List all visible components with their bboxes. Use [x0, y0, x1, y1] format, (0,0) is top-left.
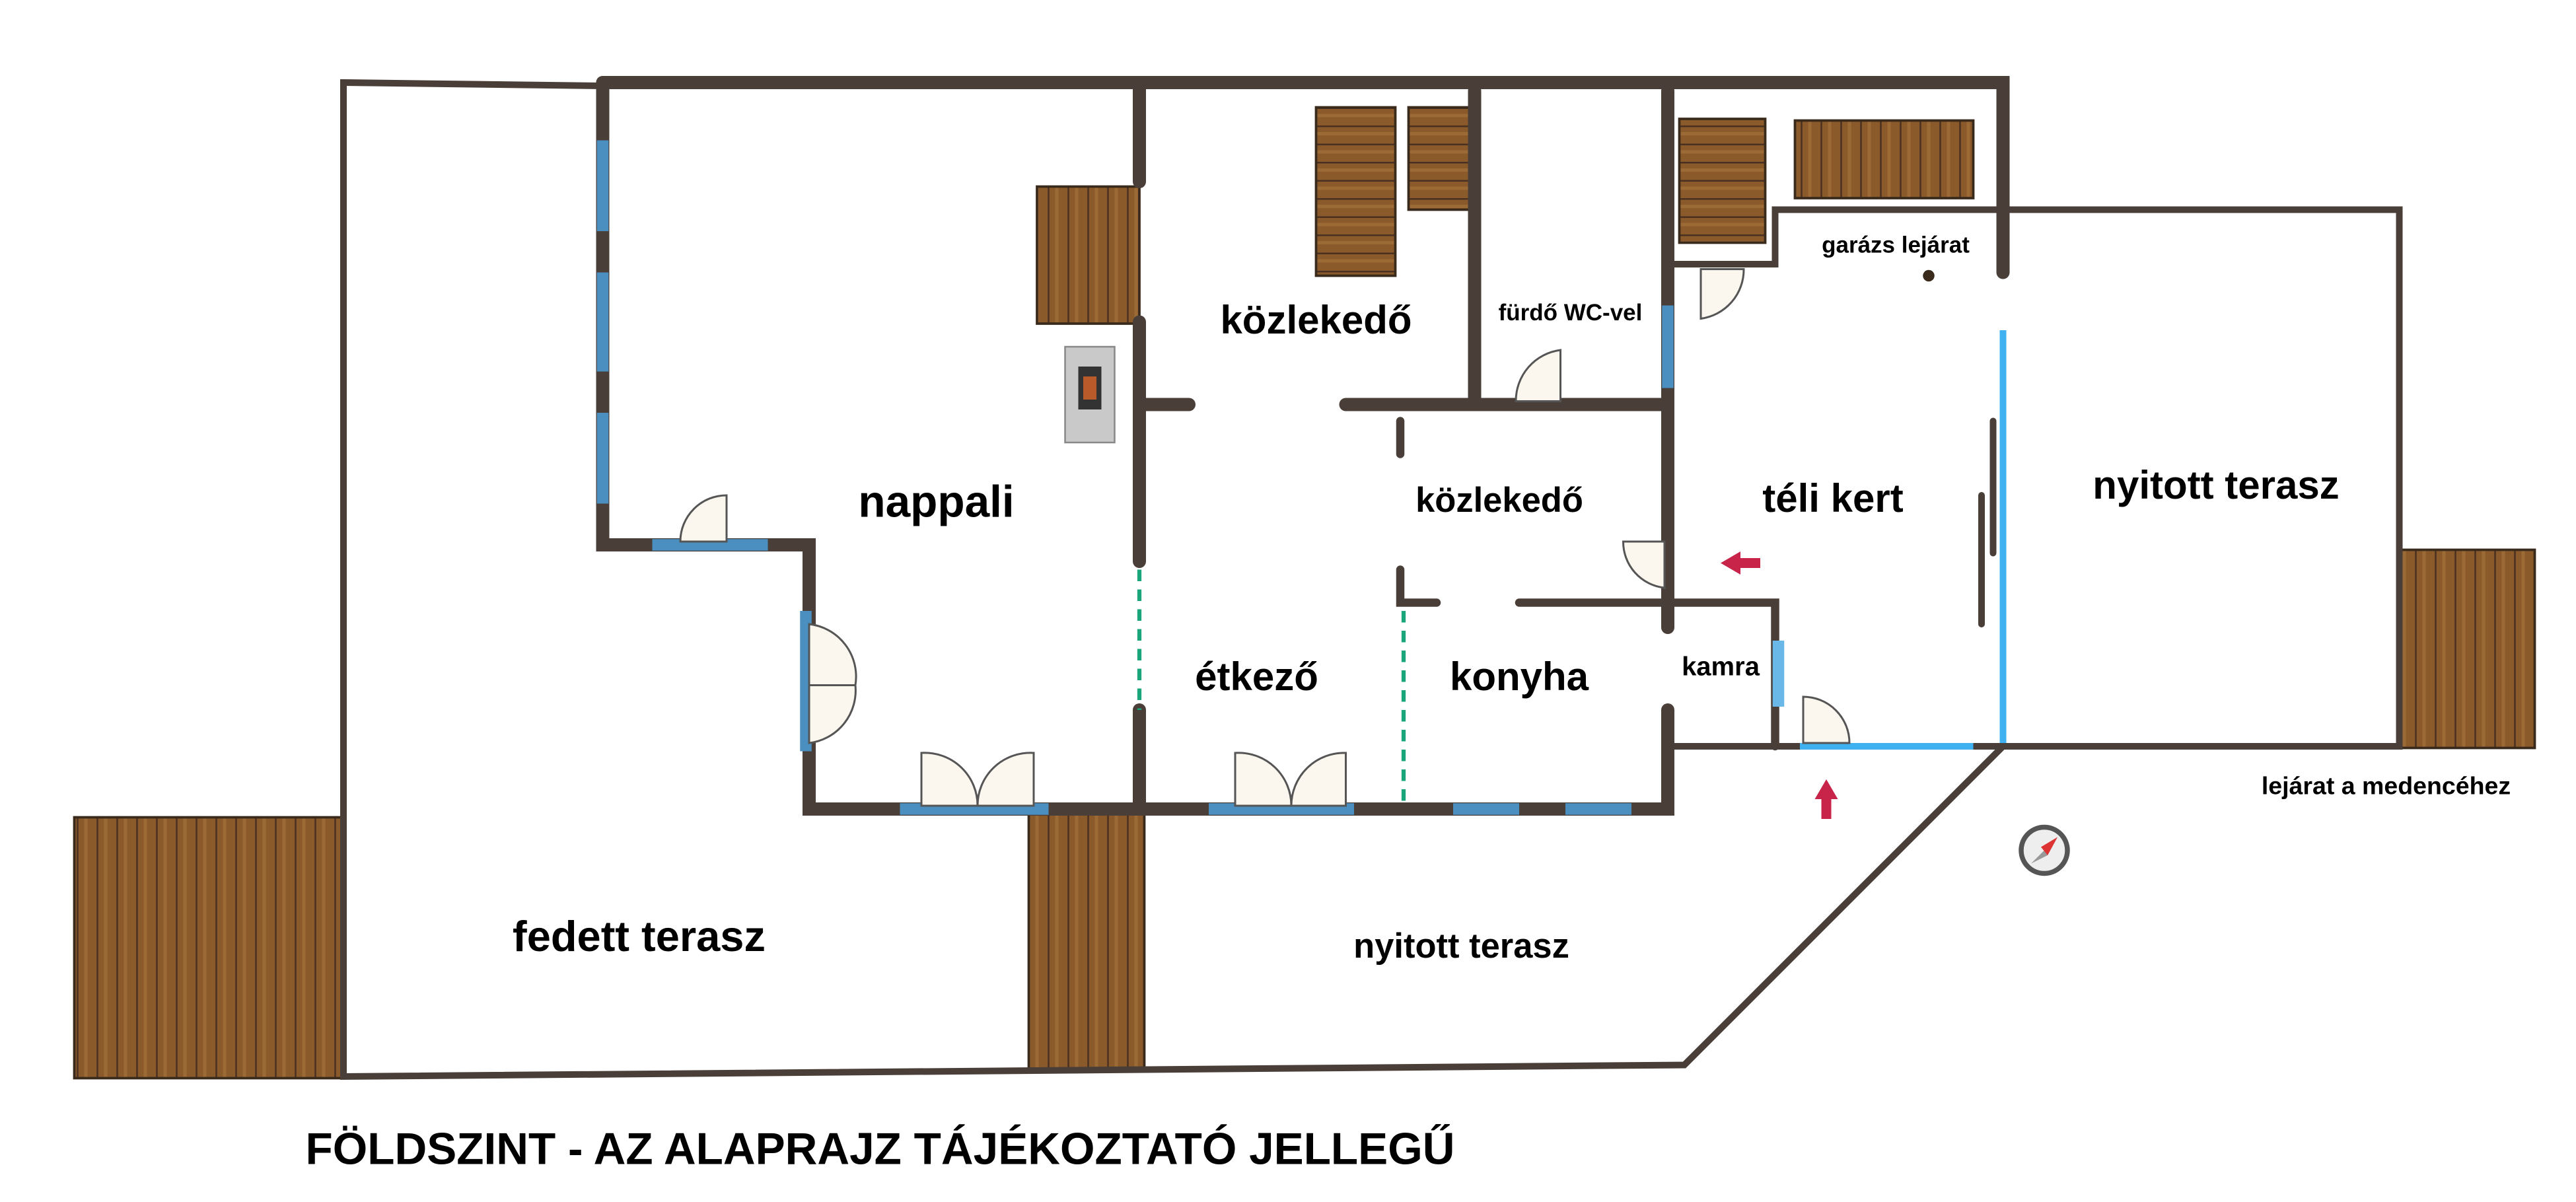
fireplace-icon: [1064, 345, 1116, 444]
entry-arrow-left-icon: [1721, 551, 1760, 575]
label-teli-kert: téli kert: [1762, 476, 1903, 520]
deck-left: [73, 816, 345, 1080]
label-nappali: nappali: [858, 477, 1014, 527]
stair-nappali: [1036, 185, 1141, 325]
stair-2: [1407, 106, 1476, 211]
room-labels: nappali közlekedő fürdő WC-vel garázs le…: [513, 232, 2511, 966]
label-nyitott-terasz-bottom: nyitott terasz: [1353, 927, 1569, 966]
stair-garage: [1793, 119, 1975, 199]
label-kozlekedo-2: közlekedő: [1415, 481, 1583, 520]
label-fedett-terasz: fedett terasz: [513, 912, 766, 960]
compass-icon: [2019, 824, 2070, 876]
terrace-outlines: [340, 79, 2403, 1080]
label-furdo: fürdő WC-vel: [1499, 300, 1643, 326]
deck-middle: [1027, 812, 1146, 1071]
stair-3: [1678, 118, 1767, 244]
windows: [596, 140, 2007, 815]
garage-marker: [1923, 269, 1935, 282]
label-konyha: konyha: [1450, 654, 1589, 699]
plan-title: FÖLDSZINT - AZ ALAPRAJZ TÁJÉKOZTATÓ JELL…: [306, 1125, 1455, 1174]
label-garazs: garázs lejárat: [1822, 232, 1970, 258]
label-etkezo: étkező: [1195, 654, 1318, 699]
doors: [679, 268, 1851, 807]
label-kamra: kamra: [1682, 653, 1760, 682]
label-nyitott-terasz-right: nyitott terasz: [2093, 463, 2339, 507]
label-medence: lejárat a medencéhez: [2262, 772, 2511, 800]
label-kozlekedo-1: közlekedő: [1220, 298, 1412, 342]
deck-right: [2398, 548, 2536, 750]
stair-1: [1314, 106, 1397, 277]
entry-arrow-up-icon: [1814, 779, 1838, 819]
wood-decks: [73, 106, 2536, 1080]
